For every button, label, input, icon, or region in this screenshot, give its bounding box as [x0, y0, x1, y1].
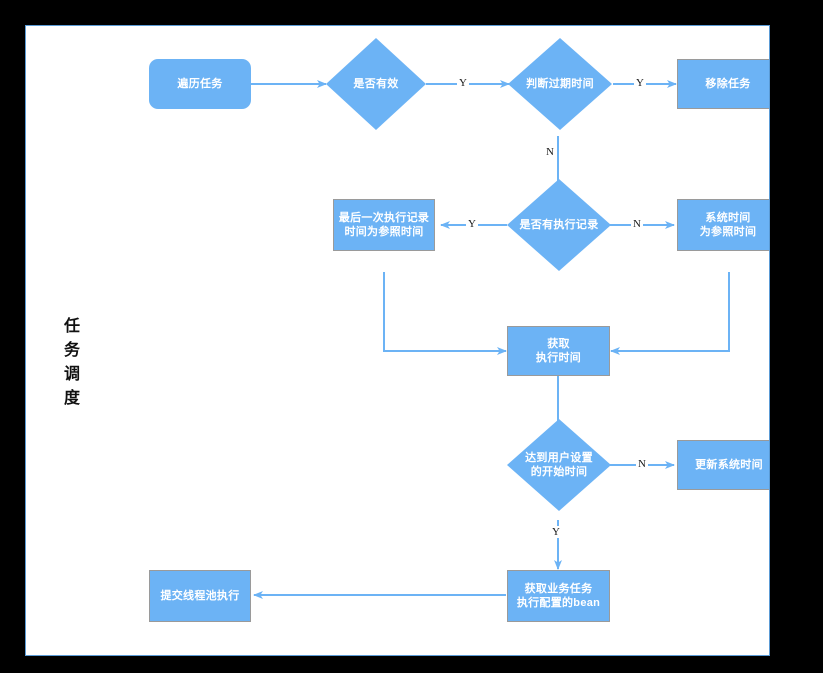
side-title-char-3: 调 [63, 364, 80, 383]
node-traverse-task[interactable]: 遍历任务 [149, 59, 251, 109]
node-traverse-task-label: 遍历任务 [177, 78, 223, 90]
node-get-exec-time[interactable]: 获取 执行时间 [507, 326, 610, 376]
flowchart-canvas: 任 务 调 度 遍历任务 是否有效 判断过期时间 移除任务 是否有执行记录 最后… [25, 25, 770, 656]
node-get-exec-time-label-line2: 执行时间 [535, 352, 582, 364]
node-system-time-ref-label-line1: 系统时间 [705, 212, 751, 224]
side-title-char-1: 任 [63, 316, 80, 335]
page-title: 任 务 调 度 [59, 314, 85, 410]
edge-systemtime-to-getexec [610, 272, 730, 355]
node-reach-start-time-label-line2: 的开始时间 [530, 466, 588, 478]
side-title-char-4: 度 [63, 388, 80, 407]
node-last-exec-ref-label-line2: 时间为参照时间 [344, 226, 424, 238]
side-title-char-2: 务 [63, 340, 80, 359]
node-last-exec-ref-label-line1: 最后一次执行记录 [338, 212, 430, 224]
edge-label-start-yes: Y [550, 526, 562, 538]
node-get-business-bean[interactable]: 获取业务任务 执行配置的bean [507, 570, 610, 622]
node-last-exec-ref[interactable]: 最后一次执行记录 时间为参照时间 [333, 199, 435, 251]
node-get-business-bean-label-line1: 获取业务任务 [524, 583, 593, 595]
node-remove-task-label: 移除任务 [705, 78, 751, 90]
node-has-exec-record-label: 是否有执行记录 [519, 219, 599, 231]
node-reach-start-time-label: 达到用户设置 的开始时间 [507, 419, 611, 511]
node-reach-start-time[interactable]: 达到用户设置 的开始时间 [507, 419, 611, 511]
node-submit-thread-pool-label: 提交线程池执行 [160, 590, 240, 602]
edge-label-valid-yes: Y [457, 77, 469, 89]
edge-lastexec-to-getexec [383, 272, 507, 355]
node-judge-expiry-label: 判断过期时间 [526, 78, 594, 90]
edge-label-record-no: N [631, 218, 643, 230]
edge-label-start-no: N [636, 458, 648, 470]
node-get-business-bean-label-line2: 执行配置的bean [516, 597, 601, 609]
node-remove-task[interactable]: 移除任务 [677, 59, 769, 109]
node-system-time-ref-label-line2: 为参照时间 [699, 226, 757, 238]
node-reach-start-time-label-line1: 达到用户设置 [525, 452, 593, 464]
node-judge-expiry[interactable]: 判断过期时间 [508, 38, 612, 130]
node-get-exec-time-label-line1: 获取 [547, 338, 570, 350]
node-is-valid[interactable]: 是否有效 [326, 38, 426, 130]
node-system-time-ref[interactable]: 系统时间 为参照时间 [677, 199, 769, 251]
node-has-exec-record[interactable]: 是否有执行记录 [507, 179, 611, 271]
edge-label-expiry-yes: Y [634, 77, 646, 89]
edge-label-record-yes: Y [466, 218, 478, 230]
edge-label-expiry-no: N [544, 146, 556, 158]
node-submit-thread-pool[interactable]: 提交线程池执行 [149, 570, 251, 622]
node-update-system-time-label: 更新系统时间 [695, 459, 763, 471]
node-update-system-time[interactable]: 更新系统时间 [677, 440, 769, 490]
node-is-valid-label: 是否有效 [353, 78, 399, 90]
